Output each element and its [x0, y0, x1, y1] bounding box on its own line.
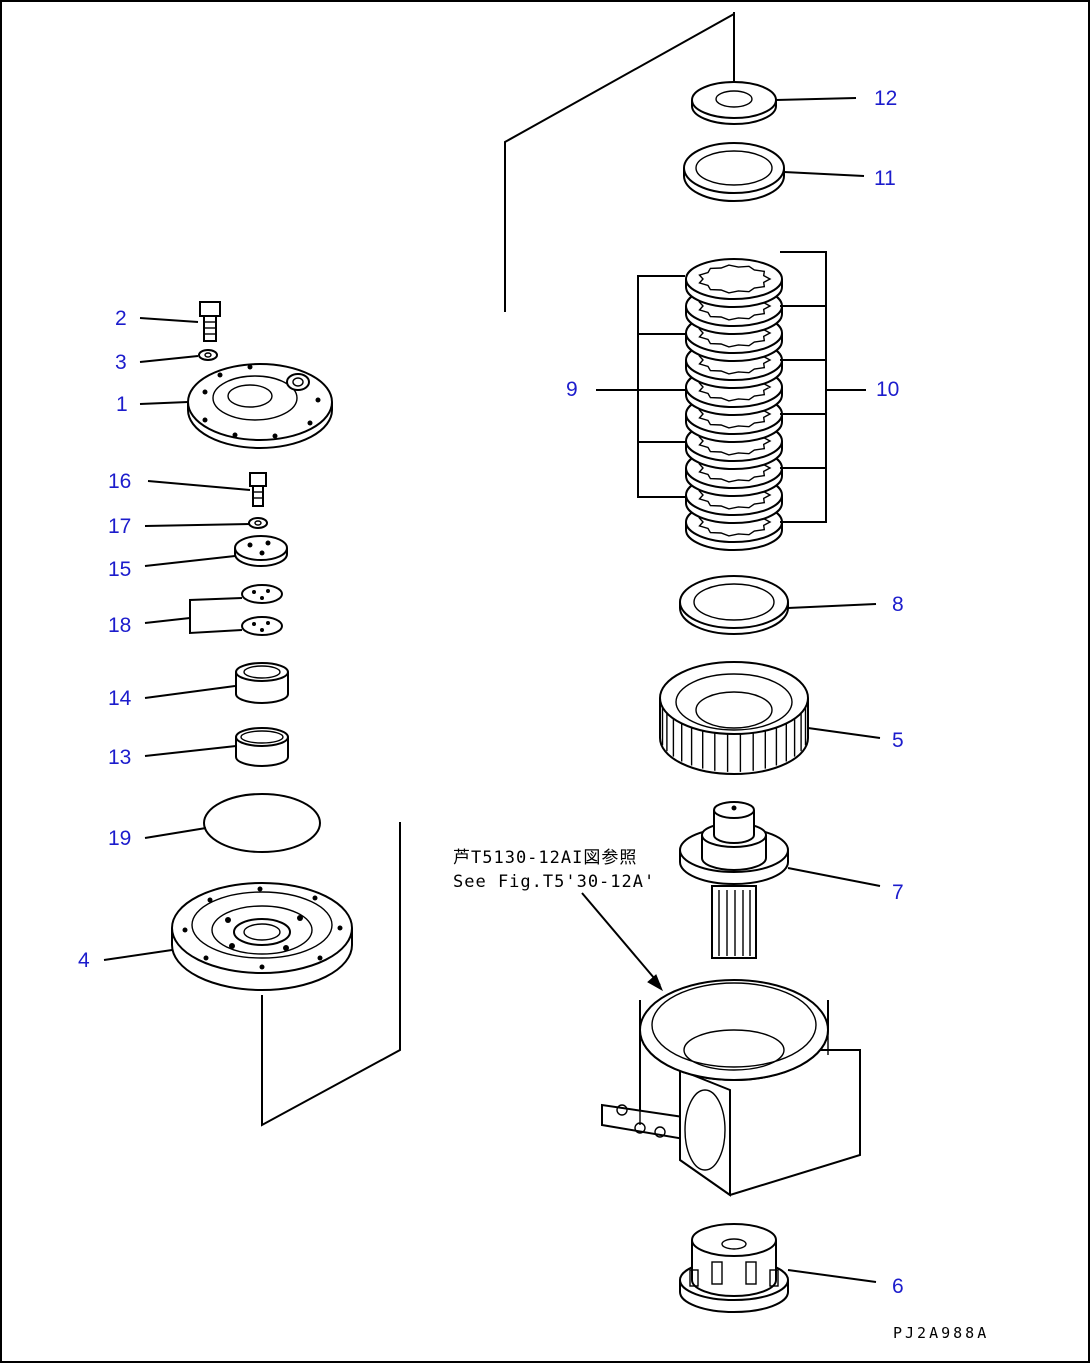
leader-bracket-10	[780, 251, 866, 523]
part-label-7: 7	[892, 881, 904, 904]
ring-part-8	[679, 575, 789, 635]
lower-bracket-line	[261, 822, 401, 1127]
bearing-race-part-13	[235, 727, 289, 767]
cover-part-1	[187, 363, 333, 449]
bolt-part-2	[199, 301, 221, 342]
plate-ring-part-11	[683, 142, 785, 202]
gear-shaft-part-7	[679, 801, 789, 959]
part-label-16: 16	[108, 470, 132, 493]
part-label-19: 19	[108, 827, 132, 850]
part-label-18: 18	[108, 614, 132, 637]
final-drive-housing	[601, 979, 861, 1197]
coupling-part-6	[679, 1223, 789, 1313]
part-label-13: 13	[108, 746, 132, 769]
plate-part-15	[234, 535, 288, 567]
upper-bracket-line	[504, 13, 735, 312]
reference-note-english: See Fig.T5'30-12A'	[453, 872, 656, 892]
part-label-11: 11	[874, 167, 896, 190]
part-label-12: 12	[874, 87, 898, 110]
part-label-3: 3	[115, 351, 127, 374]
part-label-4: 4	[78, 949, 90, 972]
ring-gear-part-5	[659, 661, 809, 775]
leader-lines	[103, 97, 881, 1283]
o-ring-part-19	[203, 793, 321, 853]
washer-part-17	[248, 517, 268, 529]
clutch-pack-parts-9-10	[685, 258, 783, 551]
part-label-15: 15	[108, 558, 132, 581]
clutch-disc-face	[685, 258, 783, 300]
housing-cover-part-4	[171, 882, 353, 991]
part-label-2: 2	[115, 307, 127, 330]
part-label-8: 8	[892, 593, 904, 616]
washer-part-3	[198, 349, 218, 361]
part-label-17: 17	[108, 515, 132, 538]
bolt-part-16	[249, 472, 267, 507]
reference-note-japanese: 芦T5130-12AI図参照	[453, 848, 638, 868]
leader-bracket-9	[596, 275, 685, 498]
thrust-washer-part-12	[691, 81, 777, 125]
part-label-9: 9	[566, 378, 578, 401]
shims-part-18	[241, 584, 283, 636]
drawing-code: PJ2A988A	[893, 1324, 990, 1342]
part-label-10: 10	[876, 378, 900, 401]
part-label-6: 6	[892, 1275, 904, 1298]
clutch-disc-teeth	[698, 264, 772, 294]
part-label-1: 1	[116, 393, 128, 416]
part-label-5: 5	[892, 729, 904, 752]
part-label-14: 14	[108, 687, 132, 710]
bearing-part-14	[235, 662, 289, 704]
